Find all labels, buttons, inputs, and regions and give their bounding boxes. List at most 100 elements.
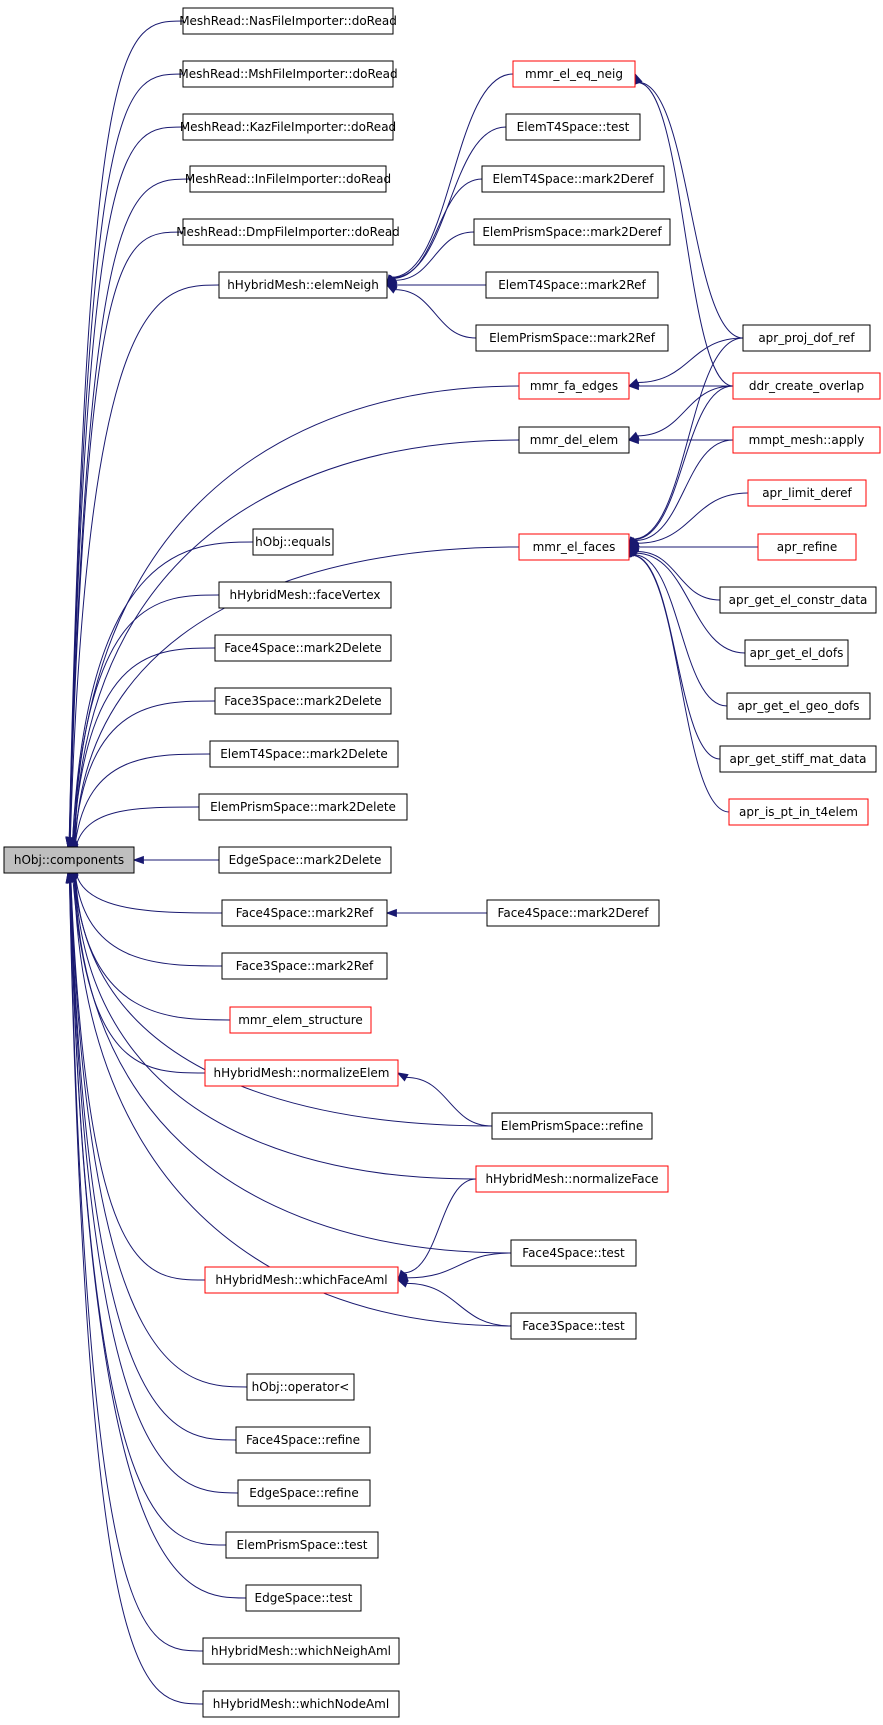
node-n08[interactable]: mmr_del_elem <box>518 426 630 454</box>
node-r03[interactable]: mmpt_mesh::apply <box>732 426 881 454</box>
node-box-n15[interactable] <box>198 793 408 821</box>
node-box-root[interactable] <box>3 846 135 874</box>
node-box-n20[interactable] <box>204 1059 399 1087</box>
node-m01[interactable]: mmr_el_eq_neig <box>512 60 636 88</box>
node-n17[interactable]: Face4Space::mark2Ref <box>221 899 388 927</box>
node-r02[interactable]: ddr_create_overlap <box>732 372 881 400</box>
node-m06[interactable]: ElemPrismSpace::mark2Ref <box>475 324 669 352</box>
node-box-m11[interactable] <box>510 1312 637 1340</box>
node-r08[interactable]: apr_get_el_geo_dofs <box>726 692 871 720</box>
node-box-r04[interactable] <box>747 479 867 507</box>
node-box-m02[interactable] <box>505 113 641 141</box>
node-box-m04[interactable] <box>473 218 671 246</box>
node-n12[interactable]: Face4Space::mark2Delete <box>214 634 392 662</box>
node-box-r01[interactable] <box>742 324 871 352</box>
node-box-n01[interactable] <box>182 7 394 35</box>
node-r04[interactable]: apr_limit_deref <box>747 479 867 507</box>
node-box-n14[interactable] <box>209 740 399 768</box>
node-box-n13[interactable] <box>214 687 392 715</box>
node-n03[interactable]: MeshRead::KazFileImporter::doRead <box>180 113 396 141</box>
node-box-m07[interactable] <box>486 899 660 927</box>
node-box-m09[interactable] <box>475 1165 669 1193</box>
node-box-n23[interactable] <box>235 1426 371 1454</box>
node-m11[interactable]: Face3Space::test <box>510 1312 637 1340</box>
node-m03[interactable]: ElemT4Space::mark2Deref <box>481 165 665 193</box>
node-n21[interactable]: hHybridMesh::whichFaceAml <box>204 1266 399 1294</box>
node-n10[interactable]: hObj::equals <box>252 528 334 556</box>
node-m05[interactable]: ElemT4Space::mark2Ref <box>485 271 659 299</box>
node-m07[interactable]: Face4Space::mark2Deref <box>486 899 660 927</box>
node-n22[interactable]: hObj::operator< <box>246 1373 355 1401</box>
node-r09[interactable]: apr_get_stiff_mat_data <box>719 745 877 773</box>
node-n09[interactable]: mmr_el_faces <box>518 533 630 561</box>
node-n01[interactable]: MeshRead::NasFileImporter::doRead <box>179 7 397 35</box>
node-box-r05[interactable] <box>757 533 857 561</box>
node-box-m05[interactable] <box>485 271 659 299</box>
node-n16[interactable]: EdgeSpace::mark2Delete <box>218 846 392 874</box>
node-n07[interactable]: mmr_fa_edges <box>518 372 630 400</box>
node-r01[interactable]: apr_proj_dof_ref <box>742 324 871 352</box>
node-box-r10[interactable] <box>728 798 869 826</box>
node-r06[interactable]: apr_get_el_constr_data <box>719 586 877 614</box>
node-r05[interactable]: apr_refine <box>757 533 857 561</box>
node-box-n11[interactable] <box>218 581 392 609</box>
node-n11[interactable]: hHybridMesh::faceVertex <box>218 581 392 609</box>
node-box-r09[interactable] <box>719 745 877 773</box>
node-box-r06[interactable] <box>719 586 877 614</box>
node-box-m10[interactable] <box>510 1239 637 1267</box>
node-box-n03[interactable] <box>182 113 394 141</box>
node-box-n27[interactable] <box>202 1637 400 1665</box>
node-n19[interactable]: mmr_elem_structure <box>229 1006 372 1034</box>
node-n14[interactable]: ElemT4Space::mark2Delete <box>209 740 399 768</box>
node-n20[interactable]: hHybridMesh::normalizeElem <box>204 1059 399 1087</box>
node-box-n18[interactable] <box>221 952 388 980</box>
node-box-n07[interactable] <box>518 372 630 400</box>
node-box-n19[interactable] <box>229 1006 372 1034</box>
node-box-r02[interactable] <box>732 372 881 400</box>
node-box-n02[interactable] <box>182 60 394 88</box>
node-n05[interactable]: MeshRead::DmpFileImporter::doRead <box>176 218 400 246</box>
node-box-n26[interactable] <box>245 1584 362 1612</box>
node-n26[interactable]: EdgeSpace::test <box>245 1584 362 1612</box>
node-n27[interactable]: hHybridMesh::whichNeighAml <box>202 1637 400 1665</box>
node-box-n17[interactable] <box>221 899 388 927</box>
node-n24[interactable]: EdgeSpace::refine <box>237 1479 371 1507</box>
node-box-n09[interactable] <box>518 533 630 561</box>
node-box-m01[interactable] <box>512 60 636 88</box>
node-box-r07[interactable] <box>744 639 849 667</box>
node-box-n24[interactable] <box>237 1479 371 1507</box>
node-m09[interactable]: hHybridMesh::normalizeFace <box>475 1165 669 1193</box>
node-n04[interactable]: MeshRead::InFileImporter::doRead <box>185 165 391 193</box>
node-box-r03[interactable] <box>732 426 881 454</box>
node-box-m03[interactable] <box>481 165 665 193</box>
node-m08[interactable]: ElemPrismSpace::refine <box>491 1112 653 1140</box>
node-box-n21[interactable] <box>204 1266 399 1294</box>
node-box-n08[interactable] <box>518 426 630 454</box>
node-box-n25[interactable] <box>225 1531 379 1559</box>
node-box-m06[interactable] <box>475 324 669 352</box>
node-r07[interactable]: apr_get_el_dofs <box>744 639 849 667</box>
node-n06[interactable]: hHybridMesh::elemNeigh <box>218 271 388 299</box>
node-box-n10[interactable] <box>252 528 334 556</box>
node-m10[interactable]: Face4Space::test <box>510 1239 637 1267</box>
node-box-n28[interactable] <box>202 1690 400 1718</box>
node-n28[interactable]: hHybridMesh::whichNodeAml <box>202 1690 400 1718</box>
node-n18[interactable]: Face3Space::mark2Ref <box>221 952 388 980</box>
node-box-n06[interactable] <box>218 271 388 299</box>
node-n02[interactable]: MeshRead::MshFileImporter::doRead <box>178 60 398 88</box>
node-n23[interactable]: Face4Space::refine <box>235 1426 371 1454</box>
node-n13[interactable]: Face3Space::mark2Delete <box>214 687 392 715</box>
node-box-n04[interactable] <box>189 165 387 193</box>
node-box-n12[interactable] <box>214 634 392 662</box>
node-box-n05[interactable] <box>182 218 394 246</box>
node-m02[interactable]: ElemT4Space::test <box>505 113 641 141</box>
node-root[interactable]: hObj::components <box>3 846 135 874</box>
node-n15[interactable]: ElemPrismSpace::mark2Delete <box>198 793 408 821</box>
node-m04[interactable]: ElemPrismSpace::mark2Deref <box>473 218 671 246</box>
node-box-m08[interactable] <box>491 1112 653 1140</box>
node-box-n22[interactable] <box>246 1373 355 1401</box>
node-box-n16[interactable] <box>218 846 392 874</box>
node-r10[interactable]: apr_is_pt_in_t4elem <box>728 798 869 826</box>
node-box-r08[interactable] <box>726 692 871 720</box>
node-n25[interactable]: ElemPrismSpace::test <box>225 1531 379 1559</box>
